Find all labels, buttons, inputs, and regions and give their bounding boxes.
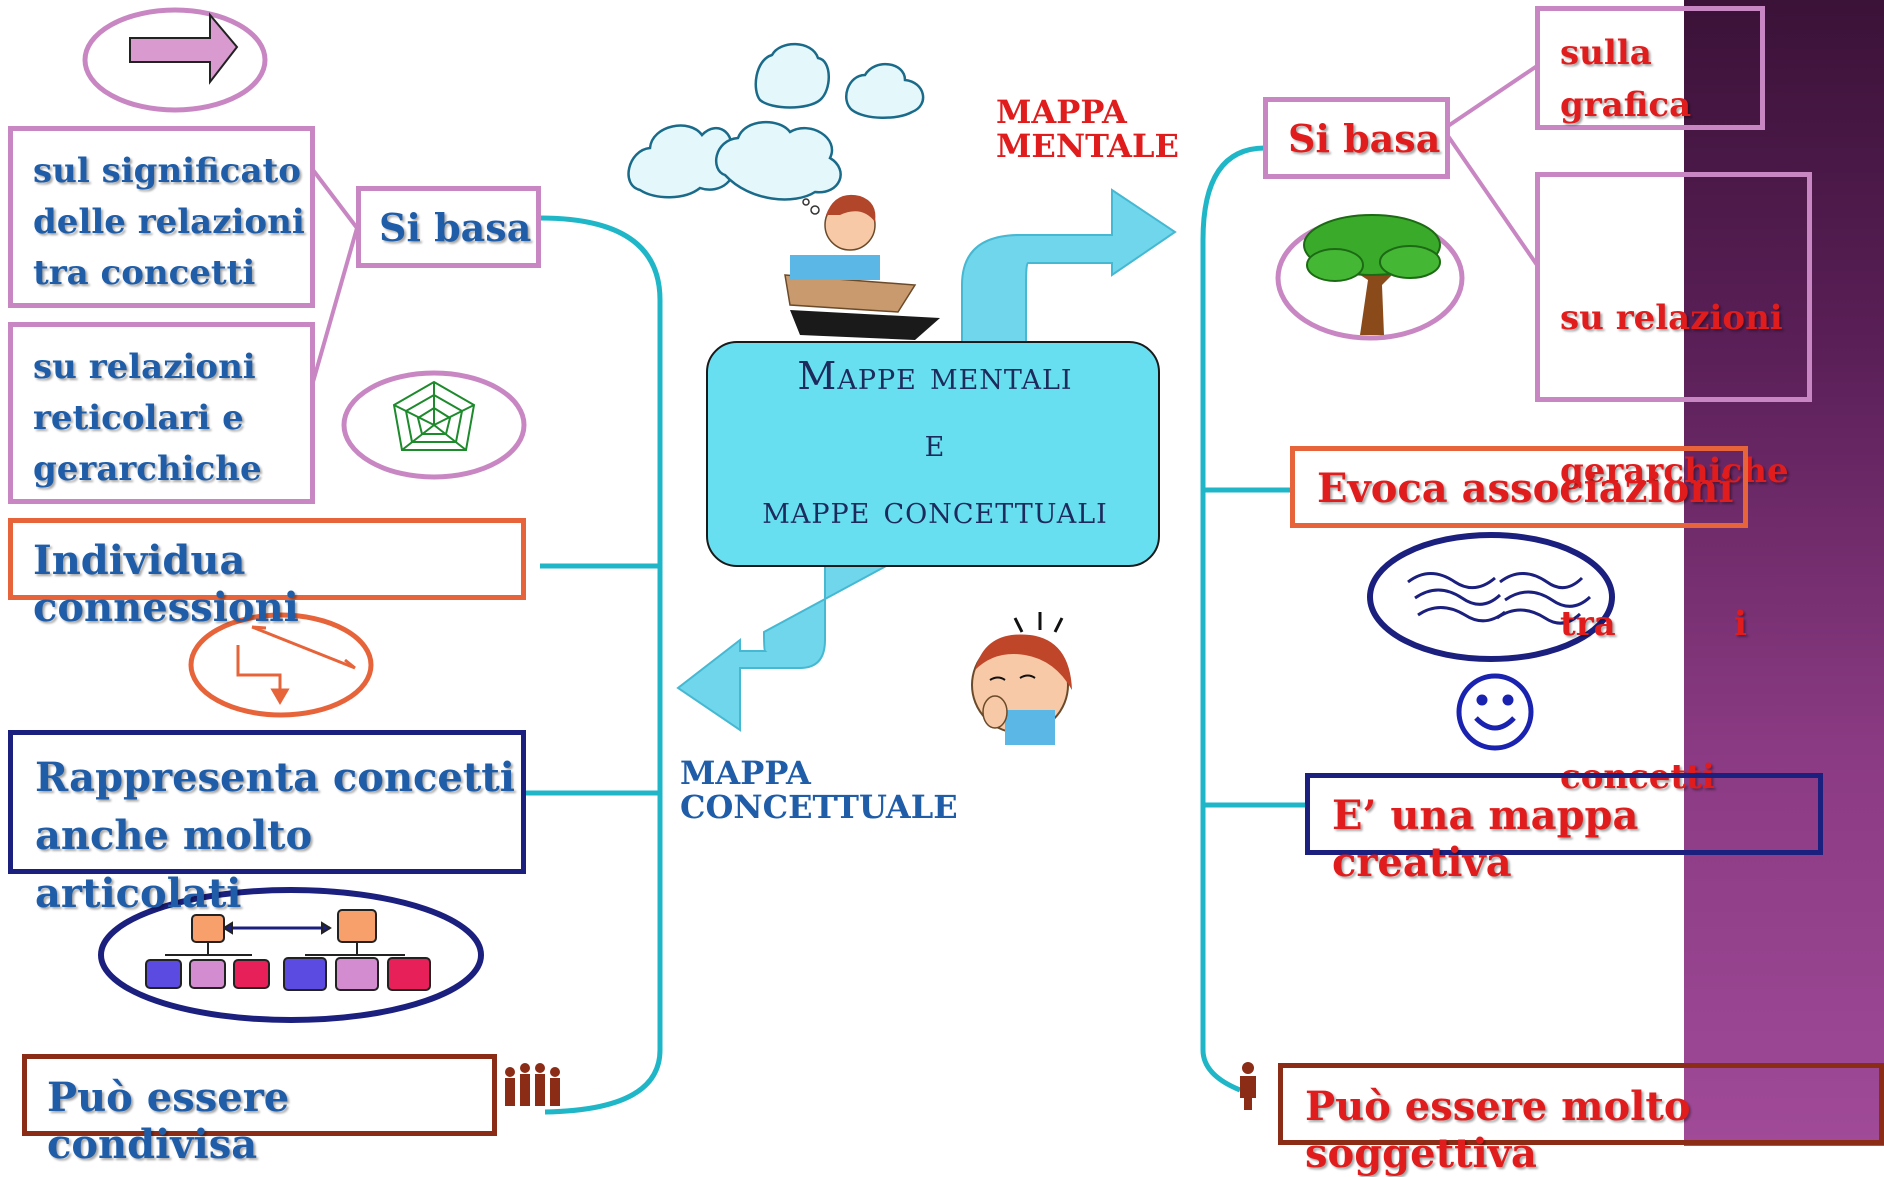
text-line: sulla [1560, 33, 1652, 73]
diagram-artwork [82, 7, 1615, 1115]
center-title-line1: Mappe mentali [797, 354, 1073, 398]
label-mappa-mentale: MAPPA MENTALE [996, 95, 1179, 163]
thinking-student-icon [784, 194, 940, 340]
text-line: gerarchiche [1560, 451, 1789, 491]
text: Individua connessioni [33, 537, 299, 631]
zigzag-arrows-icon [236, 625, 356, 705]
right-connectors [1200, 145, 1307, 1093]
center-title-line2: e [924, 421, 946, 465]
left-connectors [525, 215, 663, 1115]
org-chart-icon [145, 909, 431, 991]
box-significato-relazioni: sul significato delle relazioni tra conc… [8, 126, 315, 308]
box-si-basa-left: Si basa [356, 186, 541, 268]
arrow-to-mappa-mentale-icon [961, 188, 1177, 346]
people-group-icon [505, 1063, 560, 1106]
label-mappa-concettuale: MAPPA CONCETTUALE [680, 756, 958, 824]
box-rappresenta-concetti: Rappresenta concetti anche molto articol… [8, 730, 526, 917]
box-si-basa-right: Si basa [1263, 97, 1450, 179]
box-condivisa: Può essere condivisa [22, 1054, 497, 1168]
org-chart-ellipse [98, 887, 484, 1023]
branch-lines [311, 64, 1539, 383]
person-icon [1240, 1062, 1256, 1110]
text: Si basa [379, 205, 532, 250]
waves-icon [1407, 572, 1592, 625]
label-mappa-concettuale-line2: CONCETTUALE [680, 788, 958, 826]
label-mappa-mentale-line1: MAPPA [996, 93, 1127, 131]
center-box [706, 341, 1160, 567]
text: Può essere condivisa [47, 1074, 290, 1168]
box-relazioni-gerarchiche: su relazioni gerarchiche tra i concetti [1535, 172, 1812, 797]
center-title: Mappe mentali e mappe concettuali [710, 343, 1160, 544]
box-individua-connessioni: Individua connessioni [8, 518, 526, 631]
box-grafica: sulla grafica [1535, 6, 1765, 130]
text-line: reticolari e [33, 398, 244, 438]
box-relazioni-reticolari: su relazioni reticolari e gerarchiche [8, 322, 315, 504]
confused-face-icon [971, 612, 1072, 745]
text-line: Rappresenta concetti [35, 754, 515, 801]
spider-web-icon [392, 380, 476, 451]
waves-ellipse [1367, 532, 1615, 662]
text: Si basa [1288, 116, 1441, 161]
text-line: su relazioni [1560, 298, 1783, 338]
text-line: gerarchiche [33, 449, 262, 489]
text-line: sul significato [33, 151, 301, 191]
box-evoca-associazioni: Evoca associazioni [1290, 446, 1748, 528]
smiley-icon [1456, 673, 1534, 751]
text-line: delle relazioni [33, 202, 305, 242]
zigzag-ellipse [188, 612, 374, 718]
cloud-icon [627, 42, 925, 201]
text-line: tra i [1560, 604, 1747, 644]
box-mappa-creativa: E’ una mappa creativa [1305, 773, 1823, 886]
text-line: su relazioni [33, 347, 256, 387]
text-line: tra concetti [33, 253, 256, 293]
right-arrow-ellipse [82, 7, 268, 113]
label-mappa-concettuale-line1: MAPPA [680, 754, 811, 792]
text-line: anche molto articolati [35, 812, 313, 917]
label-mappa-mentale-line2: MENTALE [996, 127, 1179, 165]
arrow-to-mappa-concettuale-icon [676, 564, 889, 732]
right-arrow-icon [129, 12, 239, 85]
decorative-side-stripe [1684, 0, 1884, 1146]
text: Evoca associazioni [1317, 465, 1734, 512]
text: Può essere molto soggettiva [1305, 1083, 1691, 1177]
text: E’ una mappa creativa [1332, 792, 1639, 886]
tree-icon [1303, 214, 1441, 335]
center-title-line3: mappe concettuali [762, 488, 1108, 532]
spider-web-ellipse [341, 370, 527, 480]
box-soggettiva: Può essere molto soggettiva [1278, 1063, 1884, 1177]
text-line: grafica [1560, 85, 1692, 125]
